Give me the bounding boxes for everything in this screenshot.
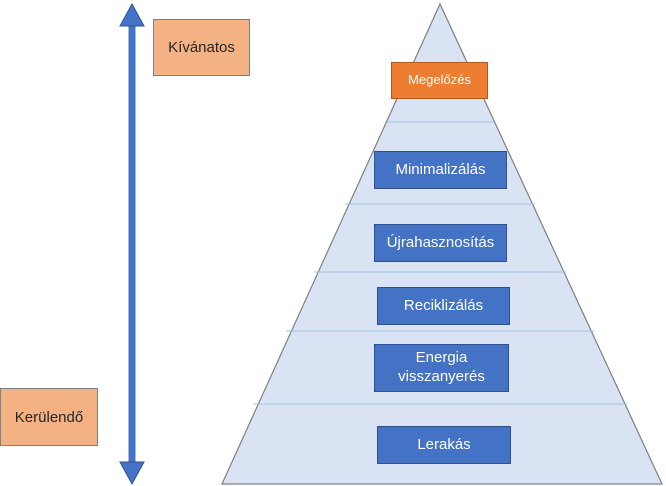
level-recycling: Reciklizálás	[377, 287, 510, 325]
double-arrow-icon	[119, 2, 145, 486]
desirable-label: Kívánatos	[153, 19, 250, 76]
level-energy-recovery: Energia visszanyerés	[374, 344, 509, 392]
tier-dividers	[253, 84, 627, 405]
level-prevention: Megelőzés	[391, 62, 488, 99]
level-reuse: Újrahasznosítás	[374, 224, 507, 262]
level-minimization: Minimalizálás	[374, 151, 507, 189]
avoidable-label: Kerülendő	[0, 388, 98, 446]
level-landfill: Lerakás	[377, 426, 511, 464]
